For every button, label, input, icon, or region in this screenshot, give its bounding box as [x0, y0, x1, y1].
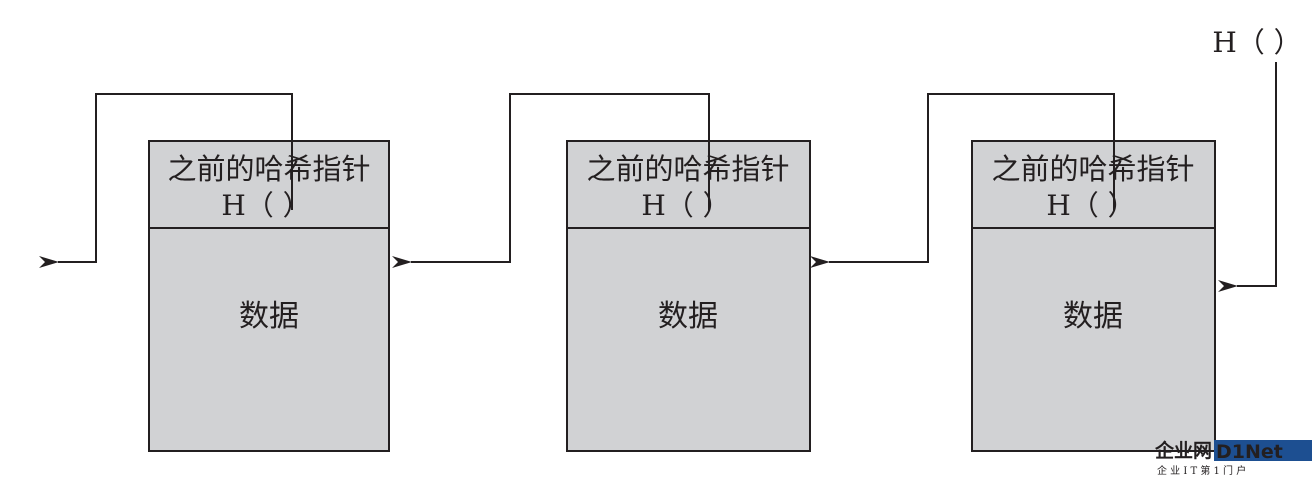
block-2-data-label: 数据 [658, 299, 718, 334]
block-2: 之前的哈希指针 H（ ） 数据 [566, 140, 811, 452]
block-2-hash-label: H（ ） [641, 189, 730, 222]
block-3: 之前的哈希指针 H（ ） 数据 [971, 140, 1216, 452]
block-3-header-label: 之前的哈希指针 [991, 152, 1194, 186]
block-1-data-label: 数据 [239, 299, 299, 334]
block-3-data-label: 数据 [1063, 299, 1123, 334]
block-1-hash-label: H（ ） [221, 189, 310, 222]
block-1-header-label: 之前的哈希指针 [167, 152, 370, 186]
block-3-hash-label: H（ ） [1046, 189, 1135, 222]
watermark-logo: 企业网 D1Net 企 业 I T 第 1 门 户 [1154, 439, 1312, 477]
watermark-brand-en: D1Net [1216, 441, 1283, 463]
watermark-brand-en-bg [1214, 440, 1312, 461]
pointer-block-3-to-block-2 [810, 93, 1115, 268]
pointer-head-to-block-3 [1218, 62, 1277, 292]
pointer-block-1-to-previous [39, 93, 293, 268]
block-2-header-label: 之前的哈希指针 [586, 152, 789, 186]
head-pointer-label: H（ ） [1212, 26, 1301, 59]
block-3-frame [971, 140, 1216, 452]
block-2-frame [566, 140, 811, 452]
block-1: 之前的哈希指针 H（ ） 数据 [148, 140, 390, 452]
pointer-block-2-to-block-1 [392, 93, 710, 268]
watermark-tagline: 企 业 I T 第 1 门 户 [1157, 464, 1246, 477]
block-1-frame [148, 140, 390, 452]
watermark-brand-cn: 企业网 [1154, 439, 1212, 462]
